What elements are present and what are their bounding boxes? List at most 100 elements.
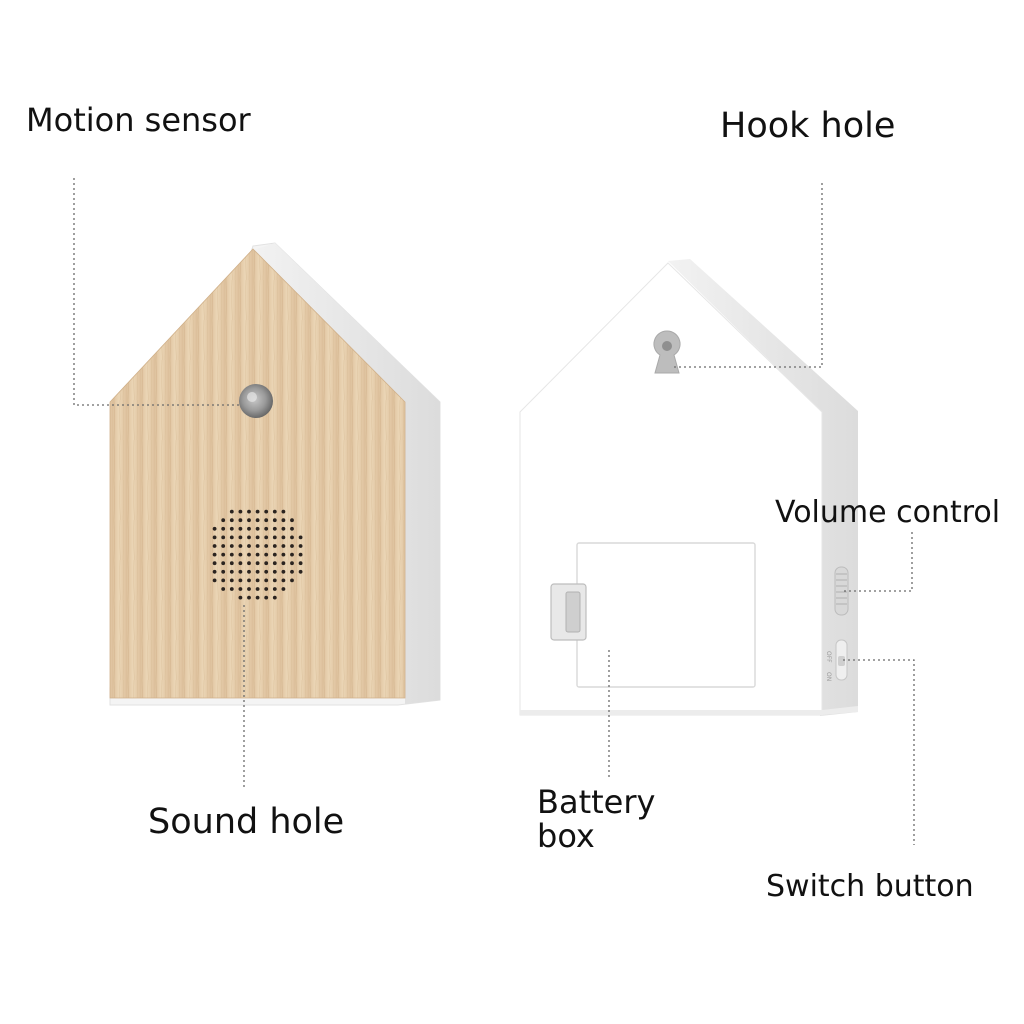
sound-hole-dot — [255, 569, 260, 574]
sound-hole-dot — [255, 509, 260, 514]
sound-hole-dot — [221, 544, 226, 548]
sound-hole-dot — [298, 561, 303, 566]
front-device — [109, 242, 441, 706]
sound-hole-dot — [212, 535, 217, 540]
sound-hole-dot — [281, 526, 286, 531]
hook-hole-keyhole — [653, 330, 681, 374]
sound-hole-dot — [255, 526, 260, 531]
sound-hole-dot — [272, 535, 277, 540]
sound-hole-dot — [229, 561, 234, 566]
sound-hole-dot — [229, 552, 234, 557]
switch-button-label: Switch button — [766, 869, 974, 904]
back-device: OFF ON — [519, 259, 858, 716]
sound-hole-dot — [290, 526, 294, 531]
volume-control-wheel — [834, 566, 849, 616]
sound-hole-dot — [247, 569, 251, 574]
sound-hole-dot — [247, 544, 251, 548]
sound-hole-dot — [229, 509, 234, 514]
sound-hole-dot — [290, 561, 294, 566]
sound-hole-dot — [212, 552, 217, 557]
sound-hole-dot — [229, 526, 234, 531]
sound-hole-dot — [238, 552, 243, 557]
sound-hole-dot — [238, 578, 243, 583]
sound-hole-dot — [229, 569, 234, 574]
sound-hole-dot — [247, 587, 251, 591]
hook-hole-label: Hook hole — [720, 106, 896, 146]
sound-hole-dot — [298, 535, 303, 540]
switch-off-marking: OFF — [825, 651, 832, 663]
sound-hole-dot — [290, 535, 294, 540]
volume-control-ridges — [836, 573, 847, 605]
sound-hole-dot — [255, 544, 260, 548]
sound-hole-dot — [238, 544, 243, 548]
switch-on-marking: ON — [825, 672, 832, 681]
sound-hole-dot — [229, 587, 234, 591]
sound-hole-dot — [212, 544, 217, 548]
sound-hole-dot — [247, 535, 251, 540]
sound-hole-dot — [281, 561, 286, 566]
volume-control-leader — [843, 532, 913, 592]
sound-hole-dot — [238, 509, 243, 514]
sound-hole-dot — [290, 518, 294, 523]
sound-hole-dot — [247, 518, 251, 523]
sound-hole-dot — [272, 544, 277, 548]
sound-hole-dot — [229, 535, 234, 540]
sound-hole-dot — [290, 544, 294, 548]
sound-hole-dot — [272, 509, 277, 514]
sound-hole-dot — [221, 587, 226, 591]
front-device-wood-face — [109, 248, 406, 699]
sound-hole-dot — [272, 578, 277, 583]
sound-hole-dot — [229, 518, 234, 523]
sound-hole-dot — [290, 569, 294, 574]
volume-control-label: Volume control — [775, 495, 1001, 530]
sound-hole-dot — [229, 544, 234, 548]
sound-hole-dot — [247, 526, 251, 531]
sound-hole-dot — [212, 561, 217, 566]
sound-hole-dot — [255, 518, 260, 523]
sound-hole-dot — [281, 569, 286, 574]
switch-button-leader — [843, 659, 915, 845]
motion-sensor-highlight — [247, 392, 257, 402]
motion-sensor-lens — [239, 384, 273, 418]
sound-hole-dot — [212, 526, 217, 531]
sound-hole-dot — [255, 578, 260, 583]
sound-hole-dot — [281, 578, 286, 583]
sound-hole-dot — [272, 561, 277, 566]
sound-hole-dot — [298, 569, 303, 574]
sound-hole-dot — [281, 587, 286, 591]
sound-hole-dot — [290, 552, 294, 557]
sound-hole-dot — [264, 526, 269, 531]
sound-hole-dot — [221, 561, 226, 566]
sound-hole-dot — [281, 518, 286, 523]
sound-hole-dot — [264, 578, 269, 583]
sound-hole-dot — [238, 587, 243, 591]
battery-box-latch-tab — [565, 591, 581, 633]
sound-hole-dot — [281, 552, 286, 557]
sound-hole-dot — [255, 535, 260, 540]
sound-hole-dot — [221, 552, 226, 557]
sound-hole-grille — [212, 509, 303, 600]
sound-hole-dot — [238, 595, 243, 600]
sound-hole-dot — [290, 578, 294, 583]
sound-hole-dot — [238, 518, 243, 523]
battery-box-label-line1: Battery — [537, 783, 656, 821]
sound-hole-dot — [264, 569, 269, 574]
sound-hole-dot — [247, 595, 251, 600]
sound-hole-dot — [238, 569, 243, 574]
sound-hole-dot — [229, 578, 234, 583]
sound-hole-dot — [247, 578, 251, 583]
sound-hole-dot — [238, 561, 243, 566]
motion-sensor-label: Motion sensor — [26, 101, 251, 139]
hook-hole-leader — [672, 183, 823, 368]
sound-hole-dot — [264, 535, 269, 540]
sound-hole-dot — [255, 587, 260, 591]
sound-hole-dot — [255, 561, 260, 566]
sound-hole-dot — [221, 578, 226, 583]
sound-hole-dot — [298, 552, 303, 557]
sound-hole-dot — [221, 569, 226, 574]
sound-hole-dot — [247, 552, 251, 557]
sound-hole-dot — [272, 526, 277, 531]
hook-hole-inner — [662, 341, 672, 351]
sound-hole-dot — [272, 569, 277, 574]
sound-hole-dot — [264, 518, 269, 523]
